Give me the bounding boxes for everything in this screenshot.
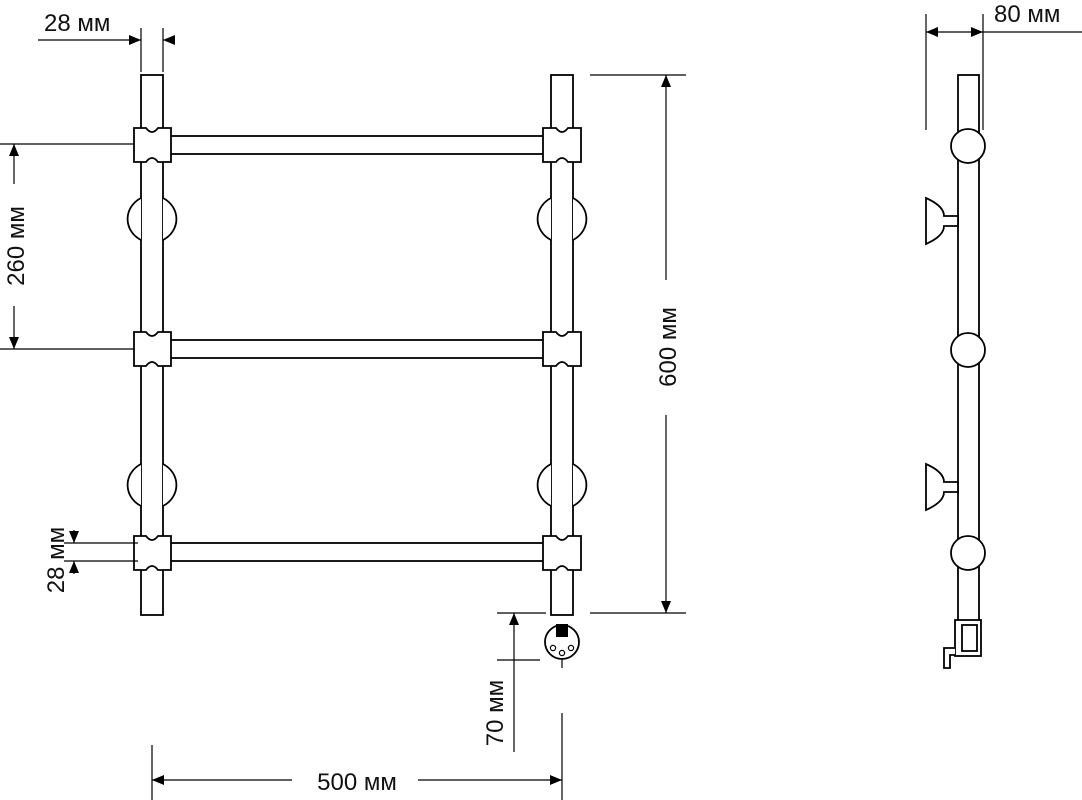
dimension-rung-spacing: 260 мм <box>0 143 134 350</box>
fitting-right-top <box>542 127 582 163</box>
heating-element <box>544 624 580 668</box>
fitting-left-top <box>133 127 172 163</box>
dimension-label-total-width: 500 мм <box>317 769 397 796</box>
rung-bottom <box>169 542 545 562</box>
rung-top <box>169 135 545 155</box>
side-wall-bracket-lower <box>925 462 959 512</box>
dimension-pipe-diameter-top: 28 мм <box>38 10 175 72</box>
wall-bracket-right-upper <box>536 197 588 241</box>
side-rung-end-middle <box>950 332 986 368</box>
dimension-label-total-height: 600 мм <box>655 307 682 387</box>
dimension-label-pipe-side: 28 мм <box>43 527 70 593</box>
fitting-left-bottom <box>133 535 172 571</box>
side-rung-end-top <box>950 128 986 164</box>
dimension-total-height: 600 мм <box>590 74 686 614</box>
wall-bracket-left-upper <box>126 197 178 241</box>
fitting-left-middle <box>133 331 172 367</box>
front-view: 28 мм 260 мм 600 мм 28 мм <box>0 10 686 800</box>
dimension-label-heater-offset: 70 мм <box>482 680 509 746</box>
wall-bracket-left-lower <box>126 463 178 507</box>
fitting-right-bottom <box>542 535 582 571</box>
wall-bracket-right-lower <box>536 463 588 507</box>
dimension-label-rung-spacing: 260 мм <box>3 206 30 286</box>
dimension-label-pipe-top: 28 мм <box>44 10 110 37</box>
side-rung-end-bottom <box>950 535 986 571</box>
fitting-right-middle <box>542 331 582 367</box>
dimension-label-wall-offset: 80 мм <box>994 1 1060 28</box>
rung-middle <box>169 339 545 359</box>
dimension-wall-offset: 80 мм <box>925 1 1082 130</box>
dimension-heater-offset: 70 мм <box>482 612 546 752</box>
side-view: 80 мм <box>925 1 1082 669</box>
side-wall-bracket-upper <box>925 196 959 246</box>
dimension-pipe-diameter-side: 28 мм <box>43 527 138 593</box>
side-heater-connector <box>943 619 982 669</box>
dimension-total-width: 500 мм <box>151 713 563 800</box>
